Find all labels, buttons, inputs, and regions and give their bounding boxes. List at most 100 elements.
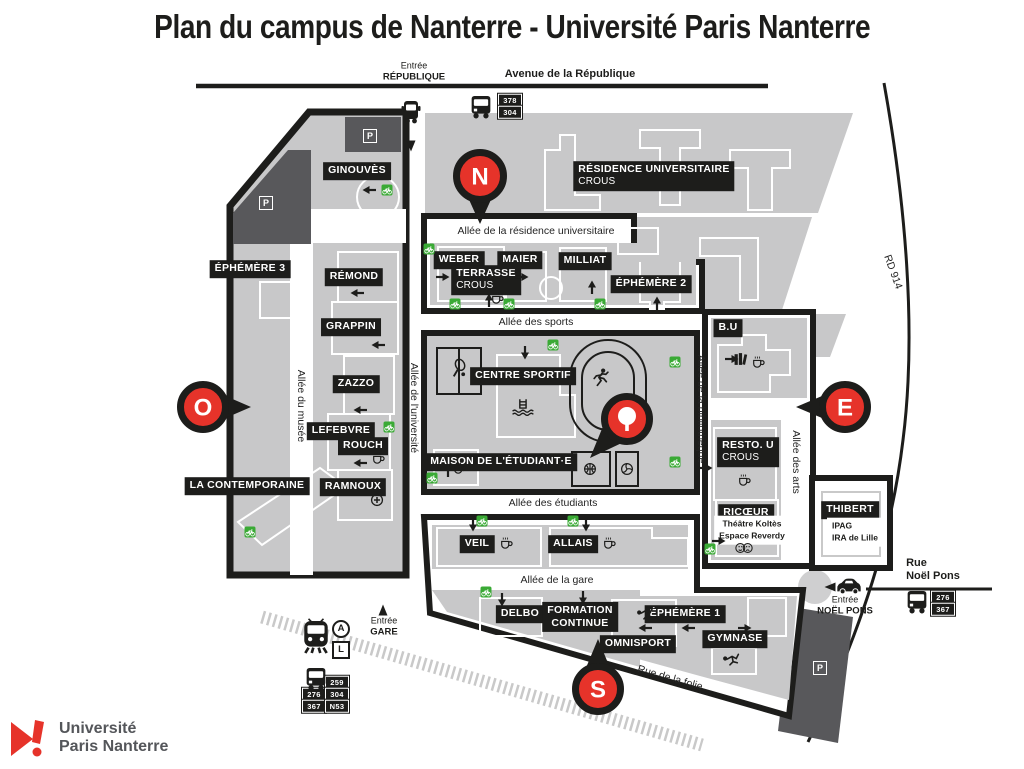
building-label-lefebvre: LEFEBVRE	[306, 422, 376, 440]
building-label-gymnase: GYMNASE	[702, 630, 768, 648]
building-label-zazzo: ZAZZO	[332, 375, 380, 393]
street-label: Allée de la résidence universitaire	[457, 225, 615, 237]
building-label-bu: B.U	[713, 319, 743, 337]
building-label-ramnoux: RAMNOUX	[319, 478, 387, 496]
label-line: CROUS	[722, 451, 760, 463]
label-line: WEBER	[438, 253, 480, 266]
label-line: ROUCH	[343, 439, 383, 452]
label-line: RESTO. U	[722, 439, 774, 452]
label-line: ALLAIS	[553, 537, 593, 550]
label-line: MAISON DE L'ÉTUDIANT·E	[430, 455, 572, 468]
building-label-milliat: MILLIAT	[558, 252, 612, 270]
label-line: Noël Pons	[906, 570, 960, 582]
label-line: MAIER	[502, 253, 538, 266]
label-line: Entrée	[400, 60, 428, 71]
label-line: GYMNASE	[707, 632, 763, 645]
street-label: Avenue de la République	[504, 68, 636, 80]
label-line: IPAG	[832, 520, 853, 531]
tree-icon	[618, 407, 636, 425]
label-line: Entrée	[370, 615, 398, 626]
building-label-maier: MAIER	[497, 251, 543, 269]
roundabout	[798, 570, 832, 604]
label-line: OMNISPORT	[604, 637, 672, 650]
bus-line-badge: 367	[931, 602, 955, 616]
page-title: Plan du campus de Nanterre - Université …	[154, 8, 870, 45]
building-label-weber: WEBER	[433, 251, 485, 269]
building-label-delbo: DELBO	[495, 605, 545, 623]
label-line: NOËL PONS	[817, 605, 873, 617]
logo-line1: Université	[59, 719, 137, 737]
pin-letter: S	[590, 677, 606, 704]
street-label: Allée des étudiants	[508, 497, 598, 509]
sub-label-ipag: IPAG IRA de Lille	[827, 517, 883, 547]
building-label-rouch: ROUCH	[338, 437, 388, 455]
parking-icon: P	[259, 196, 273, 210]
pin-letter: O	[194, 395, 213, 422]
parking-area-north	[345, 117, 401, 152]
label-line: RÉPUBLIQUE	[382, 71, 446, 83]
map-pin-e: E	[796, 381, 871, 433]
label-line: Théâtre Koltès	[722, 518, 782, 529]
building-label-ephemere-1: ÉPHÉMÈRE 1	[644, 605, 726, 623]
logo-text: Université Paris Nanterre	[59, 720, 168, 757]
label-line: GARE	[370, 626, 398, 638]
label-line: Espace Reverdy	[719, 531, 785, 541]
label-line: DELBO	[500, 607, 540, 620]
building-label-ephemere-3: ÉPHÉMÈRE 3	[209, 260, 291, 278]
label-line: IRA de Lille	[832, 533, 878, 543]
label-line: THIBERT	[826, 503, 874, 516]
bus-line-badge: 304	[498, 105, 522, 119]
street-label: Allée de la gare	[520, 574, 594, 586]
street-label: Allée des sports	[498, 316, 574, 328]
label-line: GINOUVÈS	[328, 164, 386, 177]
building-label-grappin: GRAPPIN	[321, 318, 381, 336]
map-pin-s: S	[572, 639, 624, 715]
pin-letter: E	[837, 395, 853, 422]
label-line: VEIL	[464, 537, 490, 550]
label-line: GRAPPIN	[326, 320, 376, 333]
university-logo: Université Paris Nanterre	[6, 714, 168, 762]
label-line: ÉPHÉMÈRE 3	[214, 262, 286, 275]
logo-mark	[11, 720, 44, 757]
label-line: LEFEBVRE	[311, 424, 371, 437]
label-line: MILLIAT	[563, 254, 607, 267]
building-label-centre-sportif: CENTRE SPORTIF	[470, 367, 576, 385]
label-line: B.U	[718, 321, 738, 334]
label-line: LA CONTEMPORAINE	[189, 479, 305, 492]
label-line: Entrée	[831, 594, 859, 605]
parking-icon: P	[363, 129, 377, 143]
building-label-allais: ALLAIS	[548, 535, 598, 553]
label-line: RICŒUR	[723, 506, 769, 519]
label-line: RAMNOUX	[324, 480, 382, 493]
building-label-la-contemporaine: LA CONTEMPORAINE	[184, 477, 310, 495]
label-line: CROUS	[456, 279, 494, 291]
label-line: FORMATION	[547, 603, 613, 616]
building-label-ginouves: GINOUVÈS	[323, 162, 391, 180]
label-line: CONTINUE	[551, 616, 609, 629]
label-line: ÉPHÉMÈRE 2	[615, 277, 687, 290]
label-line: TERRASSE	[456, 267, 516, 280]
building-label-ephemere-2: ÉPHÉMÈRE 2	[610, 275, 692, 293]
label-line: ZAZZO	[337, 377, 375, 390]
building-label-thibert: THIBERT	[821, 501, 879, 519]
label-line: ÉPHÉMÈRE 1	[649, 607, 721, 620]
label-line: CENTRE SPORTIF	[475, 369, 571, 382]
bus-line-badge: N53	[325, 699, 349, 713]
logo-line2: Paris Nanterre	[59, 738, 169, 755]
pin-letter: N	[471, 164, 488, 191]
map-pin-n: N	[453, 149, 507, 224]
label-line: RÉMOND	[329, 270, 379, 283]
label-line: RÉSIDENCE UNIVERSITAIRE	[578, 163, 730, 176]
label-line: CROUS	[578, 175, 616, 187]
